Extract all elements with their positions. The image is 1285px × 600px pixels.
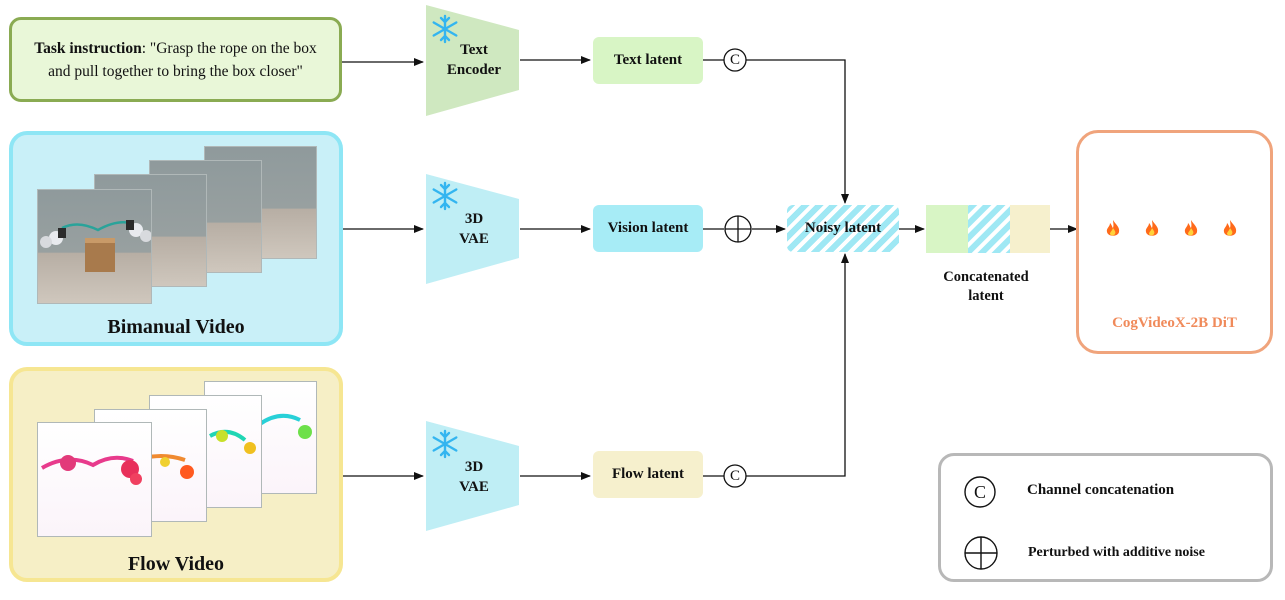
legend-noise-text: Perturbed with additive noise (1028, 545, 1205, 560)
vision-vae-label-line2: VAE (459, 231, 489, 247)
bimanual-video-box: Bimanual Video (9, 131, 343, 346)
legend-box: C Channel concatenation Perturbed with a… (938, 453, 1273, 582)
concat-operator-text (723, 48, 747, 72)
arrow-flow-concat-to-noisy (746, 253, 849, 477)
noisy-latent-box: Noisy latent (787, 205, 899, 252)
concat-symbol-text: C (729, 52, 740, 68)
text-encoder-label: Text Encoder (436, 40, 512, 80)
concat-segment-flow (1010, 205, 1050, 253)
flow-video-label: Flow Video (127, 553, 225, 575)
vision-vae-label: 3D VAE (436, 209, 512, 249)
legend-concat-symbol: C (973, 482, 986, 502)
robot-scene-illustration (40, 220, 152, 272)
concatenated-latent-label-line1: Concatenated (943, 269, 1029, 285)
flow-squiggle-3 (209, 429, 256, 454)
flow-latent-box: Flow latent (593, 451, 703, 498)
flow-squiggle-1 (41, 455, 142, 485)
task-instruction-text: Task instruction: "Grasp the rope on the… (26, 37, 325, 83)
flow-squiggle-4 (258, 413, 312, 439)
concat-symbol-flow: C (729, 468, 740, 484)
dit-model-label: CogVideoX-2B DiT (1112, 315, 1237, 331)
arrow-text-concat-to-noisy (746, 59, 849, 204)
vision-latent-box: Vision latent (593, 205, 703, 252)
vision-vae-label-line1: 3D (464, 211, 484, 227)
fire-icon (1145, 220, 1159, 236)
flow-video-box: Flow Video (9, 367, 343, 582)
flow-vae-label: 3D VAE (436, 457, 512, 497)
concat-segment-text (926, 205, 968, 253)
noise-operator-vision (724, 215, 752, 243)
flow-vae-label-line1: 3D (464, 459, 484, 475)
bimanual-frame-1 (37, 189, 152, 304)
text-encoder-label-line1: Text (460, 42, 488, 58)
snowflake-icon (432, 181, 458, 211)
fire-icon (1106, 220, 1120, 236)
flow-vae-shape (426, 421, 519, 531)
legend-noise-symbol (964, 536, 998, 570)
concat-segment-noisy (968, 205, 1010, 253)
concatenated-latent-label: Concatenated latent (917, 268, 1055, 306)
legend-concat-circle (964, 476, 996, 508)
concat-operator-flow (723, 464, 747, 488)
task-instruction-prefix: Task instruction (34, 39, 142, 57)
flow-vae-label-line2: VAE (459, 479, 489, 495)
legend-concat-text: Channel concatenation (1027, 482, 1175, 498)
snowflake-icon (432, 429, 458, 459)
task-instruction-body: : "Grasp the rope on the box and pull to… (48, 39, 317, 80)
fire-icon (1184, 220, 1198, 236)
vision-vae-shape (426, 174, 519, 284)
fire-icon (1223, 220, 1237, 236)
text-encoder-label-line2: Encoder (446, 62, 502, 78)
snowflake-icon (432, 14, 458, 44)
task-instruction-box: Task instruction: "Grasp the rope on the… (9, 17, 342, 102)
text-latent-box: Text latent (593, 37, 703, 84)
concatenated-latent-label-line2: latent (968, 288, 1004, 304)
bimanual-video-label: Bimanual Video (107, 316, 245, 338)
flow-frame-1 (37, 422, 152, 537)
dit-model-box (1076, 130, 1273, 354)
